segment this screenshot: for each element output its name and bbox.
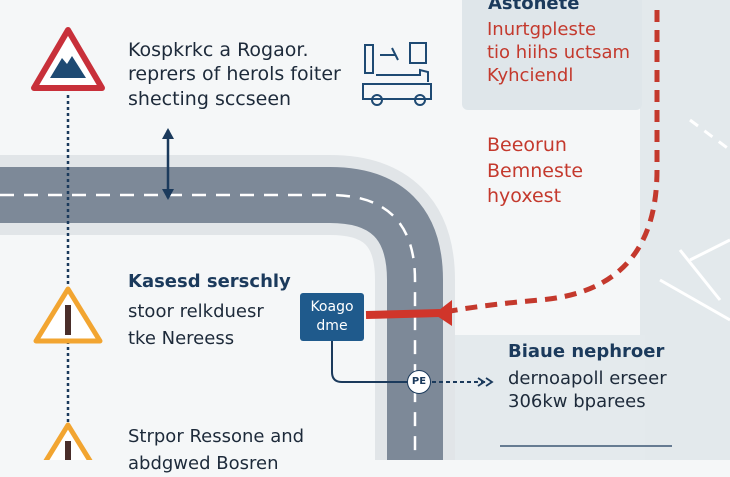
badge-line: dme: [316, 318, 348, 334]
map-lines: [659, 118, 730, 322]
warning-sign-icon: [33, 286, 103, 344]
machinery-icon: [362, 42, 432, 106]
right-panel-bg: [462, 0, 642, 110]
text-line: shecting sccseen: [128, 87, 292, 110]
rockfall-warning-icon: [31, 27, 105, 91]
warning-sign-icon: [43, 422, 93, 460]
marker-pe[interactable]: PE: [407, 370, 431, 394]
text-line: hyoxest: [487, 185, 562, 208]
info-panel-bg: [455, 335, 645, 460]
text-line: tio hiihs uctsam: [487, 42, 631, 64]
red-solid-route: [365, 309, 441, 319]
road-center-line: [0, 193, 417, 460]
red-arrowhead: [434, 300, 452, 326]
text-line: Inurtgpleste: [487, 19, 597, 40]
text-line: stoor relkduesr: [128, 301, 264, 322]
text-line: Bemneste: [487, 159, 584, 182]
text-line: Beeorun: [487, 134, 567, 156]
text-line: Kyhciendl: [487, 65, 574, 87]
text-line: 306kw bparees: [508, 391, 646, 413]
text-line: dernoapoll erseer: [508, 368, 667, 389]
badge-line: Koago: [310, 299, 354, 315]
panel-text: Inurtgpleste tio hiihs uctsam Kyhciendl: [487, 18, 630, 87]
panel-title: Astonete: [488, 0, 580, 14]
panel-text-2: Beeorun Bemneste hyoxest: [487, 133, 583, 210]
badge-connector: [331, 341, 407, 383]
chevrons-right-icon: [477, 377, 494, 387]
text-line: tke Nereess: [128, 328, 235, 349]
info-title: Biaue nephroer: [508, 341, 665, 362]
info-text: dernoapoll erseer 306kw bparees: [508, 367, 667, 413]
red-dashed-route: [439, 10, 660, 316]
top-description: Kospkrkc a Rogaor. reprers of herols foi…: [128, 38, 341, 111]
text-line: abdgwed Bosren: [128, 453, 279, 474]
text-line: reprers of herols foiter: [128, 63, 341, 86]
text-line: Kospkrkc a Rogaor.: [128, 39, 309, 61]
section-text: stoor relkduesr tke Nereess: [128, 298, 264, 352]
section-title: Kasesd serschly: [128, 271, 291, 292]
diagram-graphics: [0, 0, 730, 460]
bottom-text: Strpor Ressone and abdgwed Bosren: [128, 423, 304, 477]
text-line: Strpor Ressone and: [128, 426, 305, 447]
location-badge[interactable]: Koago dme: [300, 293, 364, 341]
